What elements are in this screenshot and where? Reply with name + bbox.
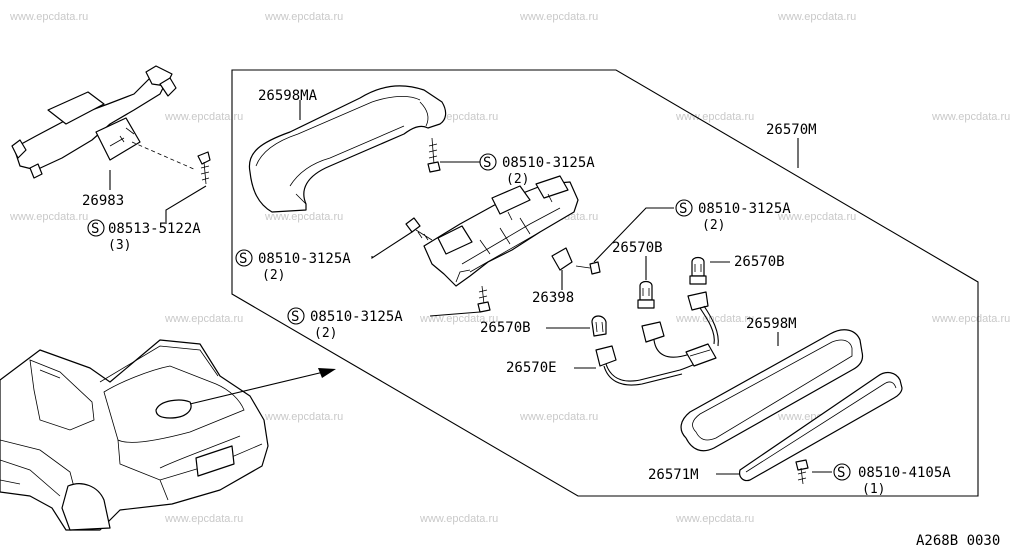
- watermark: www.epcdata.ru: [519, 11, 598, 23]
- part-label-26570B-c: 26570B: [480, 320, 531, 336]
- watermark: www.epcdata.ru: [9, 11, 88, 23]
- lamp-housing-26570M: [423, 175, 579, 287]
- watermark: www.epcdata.ru: [519, 411, 598, 423]
- screw-icon: [427, 137, 441, 173]
- screw-symbol: S: [483, 155, 491, 171]
- screw-code: 08513-5122A: [108, 221, 201, 237]
- watermark: www.epcdata.ru: [931, 111, 1010, 123]
- bracket-26983: [11, 65, 197, 179]
- screw-qty: (2): [314, 326, 337, 341]
- part-label-26983: 26983: [82, 193, 124, 209]
- watermark: www.epcdata.ru: [9, 211, 88, 223]
- screw-icon: [795, 459, 809, 485]
- screw-callout-08513-5122A: S 08513-5122A (3): [87, 219, 201, 253]
- screw-callout-08510-3125A-bottom: S 08510-3125A (2): [287, 307, 403, 341]
- assembly-boundary: [231, 69, 979, 497]
- screw-symbol: S: [239, 251, 247, 267]
- lens-26571M: [739, 371, 903, 482]
- watermark: www.epcdata.ru: [777, 11, 856, 23]
- screw-symbol: S: [91, 221, 99, 237]
- screw-symbol: S: [291, 309, 299, 325]
- location-arrow: [189, 369, 333, 405]
- screw-code: 08510-3125A: [698, 201, 791, 217]
- screw-qty: (1): [862, 482, 885, 497]
- screw-icon: [405, 217, 433, 241]
- screw-qty: (3): [108, 238, 131, 253]
- part-label-26598MA: 26598MA: [258, 88, 318, 104]
- watermark: www.epcdata.ru: [675, 313, 754, 325]
- part-label-26398: 26398: [532, 290, 574, 306]
- screw-callout-08510-3125A-left: S 08510-3125A (2): [235, 249, 351, 283]
- screw-callout-08510-3125A-top: S 08510-3125A (2): [479, 153, 595, 187]
- screw-code: 08510-3125A: [502, 155, 595, 171]
- watermark: www.epcdata.ru: [164, 513, 243, 525]
- part-label-26570E: 26570E: [506, 360, 557, 376]
- screw-qty: (2): [702, 218, 725, 233]
- bulb-icon: [689, 256, 707, 285]
- clip-26398: [551, 247, 601, 275]
- screw-code: 08510-4105A: [858, 465, 951, 481]
- watermark: www.epcdata.ru: [675, 513, 754, 525]
- watermark: www.epcdata.ru: [419, 313, 498, 325]
- part-label-26570M: 26570M: [766, 122, 817, 138]
- part-label-26570B-b: 26570B: [734, 254, 785, 270]
- watermark: www.epcdata.ru: [419, 513, 498, 525]
- screw-callout-08510-3125A-right: S 08510-3125A (2): [675, 199, 791, 233]
- figure-code: A268B 0030: [916, 533, 1000, 548]
- bulb-icon: [591, 315, 607, 337]
- screw-08513-5122A-icon: [197, 151, 211, 185]
- watermark: www.epcdata.ru: [164, 313, 243, 325]
- screw-symbol: S: [679, 201, 687, 217]
- cover-26598MA: [248, 85, 447, 213]
- watermark: www.epcdata.ru: [777, 211, 856, 223]
- lens-frame-26598M: [680, 329, 864, 452]
- part-label-26571M: 26571M: [648, 467, 699, 483]
- watermark: www.epcdata.ru: [675, 111, 754, 123]
- screw-code: 08510-3125A: [310, 309, 403, 325]
- wiring-harness-26570E: [595, 291, 719, 386]
- screw-callout-08510-4105A: S 08510-4105A (1): [833, 463, 951, 497]
- part-label-26570B-a: 26570B: [612, 240, 663, 256]
- bulb-icon: [637, 280, 655, 309]
- watermark: www.epcdata.ru: [264, 211, 343, 223]
- screw-qty: (2): [262, 268, 285, 283]
- part-label-26598M: 26598M: [746, 316, 797, 332]
- screw-symbol: S: [837, 465, 845, 481]
- car-rear-illustration: [0, 339, 269, 531]
- screw-code: 08510-3125A: [258, 251, 351, 267]
- screw-icon: [477, 285, 491, 313]
- watermark: www.epcdata.ru: [264, 411, 343, 423]
- watermark: www.epcdata.ru: [264, 11, 343, 23]
- arrow-head: [318, 368, 336, 378]
- screw-qty: (2): [506, 172, 529, 187]
- watermark: www.epcdata.ru: [164, 111, 243, 123]
- watermark: www.epcdata.ru: [931, 313, 1010, 325]
- watermark-layer: www.epcdata.ru www.epcdata.ru www.epcdat…: [9, 11, 1010, 525]
